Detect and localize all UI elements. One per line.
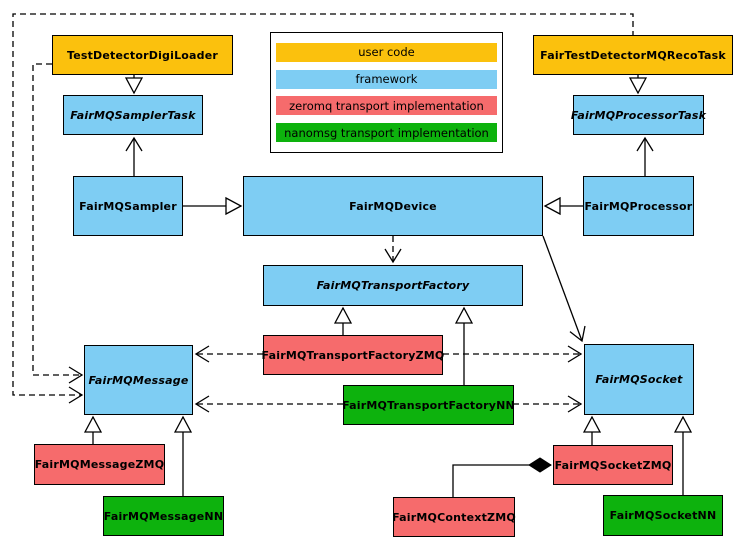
node-fairmqprocessor: FairMQProcessor bbox=[583, 176, 694, 236]
node-fairmqprocessortask: FairMQProcessorTask bbox=[571, 95, 706, 135]
node-testdetectordigiloader: TestDetectorDigiLoader bbox=[52, 35, 233, 75]
edge-fairmqcontextzmq-fairmqsocketzmq bbox=[452, 457, 552, 497]
edge-fairmqdevice-fairmqsocket bbox=[542, 235, 586, 343]
node-fairmqmessagezmq: FairMQMessageZMQ bbox=[34, 444, 165, 485]
edge-fairtestdetectormqrecotask-fairmqmessage bbox=[12, 13, 634, 404]
legend-item-framework: framework bbox=[276, 69, 497, 89]
node-fairmqmessagenn: FairMQMessageNN bbox=[103, 496, 224, 536]
node-fairmqsocketnn: FairMQSocketNN bbox=[603, 495, 723, 536]
node-fairmqsamplertask: FairMQSamplerTask bbox=[63, 95, 203, 135]
edge-testdetectordigiloader-fairmqmessage bbox=[32, 63, 84, 384]
node-fairmqsocket: FairMQSocket bbox=[584, 344, 694, 415]
legend-item-user-code: user code bbox=[276, 42, 497, 62]
node-fairmqtransportfactorynn: FairMQTransportFactoryNN bbox=[342, 385, 515, 425]
node-fairmqtransportfactoryzmq: FairMQTransportFactoryZMQ bbox=[262, 335, 444, 375]
legend-item-nanomsg: nanomsg transport implementation bbox=[276, 123, 497, 143]
node-fairmqdevice: FairMQDevice bbox=[243, 176, 543, 236]
node-fairmqcontextzmq: FairMQContextZMQ bbox=[392, 497, 516, 537]
legend-item-zeromq: zeromq transport implementation bbox=[276, 96, 497, 116]
node-fairmqmessage: FairMQMessage bbox=[84, 345, 193, 415]
node-fairtestdetectormqrecotask: FairTestDetectorMQRecoTask bbox=[533, 35, 733, 75]
node-fairmqsocketzmq: FairMQSocketZMQ bbox=[553, 445, 673, 485]
legend: user code framework zeromq transport imp… bbox=[270, 32, 503, 153]
node-fairmqsampler: FairMQSampler bbox=[73, 176, 183, 236]
node-fairmqtransportfactory: FairMQTransportFactory bbox=[263, 265, 523, 306]
